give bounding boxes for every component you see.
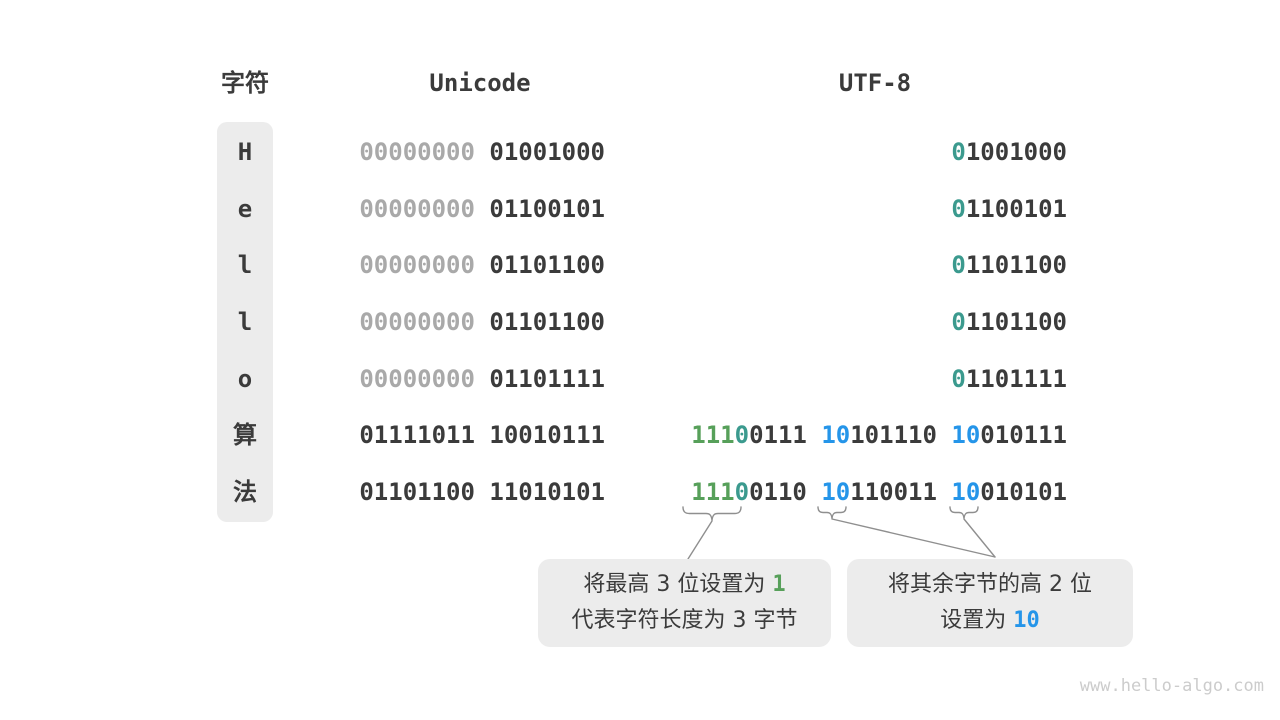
table-row: H 00000000 01001000 01001000: [0, 138, 1280, 166]
binary-segment: 10: [821, 421, 851, 450]
character-cell: 法: [233, 478, 257, 507]
binary-segment: 1101111: [965, 364, 1067, 393]
binary-segment: 111: [691, 421, 735, 450]
binary-segment: 0: [951, 251, 966, 280]
binary-segment: 0: [734, 421, 750, 450]
binary-segment: 设置为: [940, 608, 1014, 633]
binary-segment: 10: [821, 478, 851, 507]
binary-segment: 111: [691, 478, 735, 507]
binary-segment: 10: [1013, 608, 1040, 633]
unicode-value: 01111011 10010111: [300, 421, 605, 449]
table-row: l 00000000 01101100 01101100: [0, 251, 1280, 279]
binary-segment: 10: [951, 421, 981, 450]
binary-segment: 101110: [850, 421, 952, 450]
brace-continuation-bits-2: [949, 506, 979, 519]
binary-segment: 01001000: [474, 138, 605, 166]
binary-segment: 1: [772, 572, 786, 597]
callout-text-line: 将其余字节的高 2 位: [847, 567, 1133, 603]
binary-segment: 0: [951, 308, 966, 336]
unicode-value: 00000000 01100101: [300, 195, 605, 223]
binary-segment: 将最高 3 位设置为: [583, 572, 773, 597]
binary-segment: 代表字符长度为 3 字节: [571, 608, 798, 633]
utf8-value: 01001000: [600, 138, 1067, 166]
connector-line-continuation-2: [963, 518, 996, 558]
binary-segment: 1101100: [965, 308, 1067, 336]
table-row: e 00000000 01100101 01100101: [0, 195, 1280, 223]
binary-segment: 将其余字节的高 2 位: [888, 572, 1092, 597]
unicode-value: 00000000 01101100: [300, 308, 605, 336]
binary-segment: 01101100: [474, 308, 605, 336]
character-cell: 算: [233, 421, 257, 450]
unicode-value: 01101100 11010101: [300, 478, 605, 506]
binary-segment: 01111011 10010111: [359, 421, 605, 450]
binary-segment: 1101100: [965, 251, 1067, 280]
column-header-unicode: Unicode: [429, 69, 531, 97]
callout-text-line: 设置为 10: [847, 603, 1133, 639]
binary-segment: 10: [951, 478, 981, 507]
utf8-value: 01101111: [600, 365, 1067, 393]
character-cell: o: [237, 364, 253, 393]
unicode-value: 00000000 01101111: [300, 365, 605, 393]
binary-segment: 0: [951, 194, 966, 223]
binary-segment: 00000000: [359, 308, 475, 336]
binary-segment: 01101100: [474, 251, 605, 280]
callout-text-line: 代表字符长度为 3 字节: [538, 603, 831, 639]
watermark: www.hello-algo.com: [1079, 676, 1264, 696]
table-row: 算 01111011 10010111 11100111 10101110 10…: [0, 421, 1280, 449]
utf8-value: 01101100: [600, 308, 1067, 336]
binary-segment: 010111: [980, 421, 1067, 450]
utf8-value: 11100110 10110011 10010101: [600, 478, 1067, 506]
binary-segment: 0111: [749, 421, 822, 450]
connector-line-continuation-1: [831, 518, 996, 558]
unicode-value: 00000000 01001000: [300, 138, 605, 166]
brace-connector-lines: [682, 506, 996, 560]
table-row: l 00000000 01101100 01101100: [0, 308, 1280, 336]
binary-segment: 00000000: [359, 364, 475, 393]
binary-segment: 0: [734, 478, 750, 507]
binary-segment: 00000000: [359, 138, 475, 166]
brace-continuation-bits-1: [817, 506, 847, 519]
character-cell: e: [237, 194, 253, 223]
character-column-background: [217, 122, 273, 522]
binary-segment: 0110: [749, 478, 822, 507]
binary-segment: 01101100 11010101: [359, 478, 605, 507]
binary-segment: 00000000: [359, 251, 475, 280]
character-cell: H: [237, 138, 253, 166]
binary-segment: 1001000: [965, 138, 1067, 166]
character-cell: l: [237, 308, 253, 336]
binary-segment: 00000000: [359, 194, 475, 223]
connector-line-leading: [687, 520, 713, 560]
utf8-value: 11100111 10101110 10010111: [600, 421, 1067, 449]
utf8-value: 01100101: [600, 195, 1067, 223]
binary-segment: 110011: [850, 478, 952, 507]
column-header-character: 字符: [221, 69, 269, 97]
character-cell: l: [237, 251, 253, 280]
utf8-value: 01101100: [600, 251, 1067, 279]
brace-leading-bits: [682, 506, 742, 521]
binary-segment: 0: [951, 138, 966, 166]
unicode-value: 00000000 01101100: [300, 251, 605, 279]
binary-segment: 010101: [980, 478, 1067, 507]
binary-segment: 01100101: [474, 194, 605, 223]
column-header-utf8: UTF-8: [838, 69, 912, 97]
callout-continuation-bits: 将其余字节的高 2 位设置为 10: [847, 559, 1133, 647]
binary-segment: 0: [951, 364, 966, 393]
binary-segment: 01101111: [474, 364, 605, 393]
binary-segment: 1100101: [965, 194, 1067, 223]
table-row: 法 01101100 11010101 11100110 10110011 10…: [0, 478, 1280, 506]
callout-text-line: 将最高 3 位设置为 1: [538, 567, 831, 603]
table-row: o 00000000 01101111 01101111: [0, 365, 1280, 393]
callout-leading-bits: 将最高 3 位设置为 1 代表字符长度为 3 字节: [538, 559, 831, 647]
